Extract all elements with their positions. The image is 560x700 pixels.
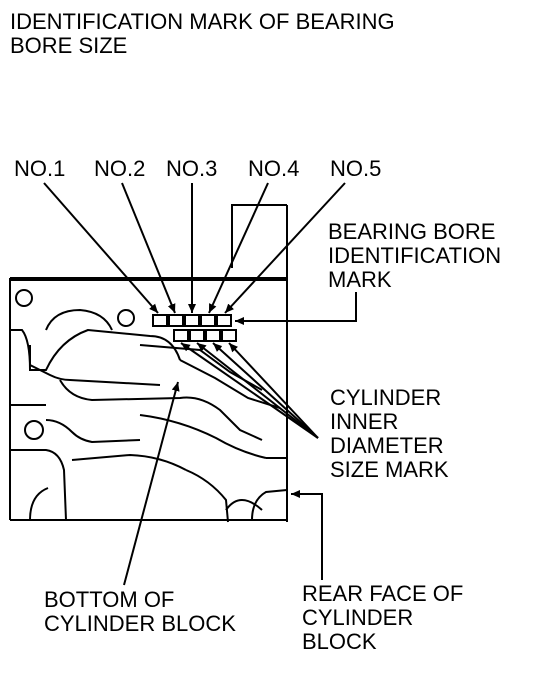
cylinder-size-line-3: DIAMETER	[330, 433, 444, 458]
cylinder-size-line-4: SIZE MARK	[330, 457, 449, 482]
label-no-4: NO.4	[248, 156, 300, 181]
bottom-block-label: BOTTOM OF CYLINDER BLOCK	[44, 588, 236, 636]
rear-face-line-2: CYLINDER	[302, 605, 414, 630]
rear-face-label: REAR FACE OF CYLINDER BLOCK	[302, 582, 463, 654]
bottom-block-leader	[123, 381, 180, 586]
cylinder-size-label: CYLINDER INNER DIAMETER SIZE MARK	[330, 386, 449, 482]
bearing-bore-line-3: MARK	[328, 267, 392, 292]
cylinder-size-leaders	[180, 342, 319, 439]
label-no-5: NO.5	[330, 156, 382, 181]
bearing-bore-line-2: IDENTIFICATION	[328, 243, 502, 268]
rear-face-line-3: BLOCK	[302, 629, 377, 654]
bottom-block-line-1: BOTTOM OF	[44, 587, 175, 612]
label-no-2: NO.2	[94, 156, 146, 181]
number-leaders	[43, 182, 346, 314]
label-no-1: NO.1	[14, 156, 66, 181]
diagram-title: IDENTIFICATION MARK OF BEARING BORE SIZE	[10, 10, 395, 58]
cylinder-size-line-1: CYLINDER	[330, 385, 442, 410]
cylinder-size-marks	[173, 329, 237, 342]
bearing-bore-line-1: BEARING BORE	[328, 219, 496, 244]
cylinder-size-line-2: INNER	[330, 409, 399, 434]
rear-face-leader	[291, 490, 323, 580]
bottom-block-line-2: CYLINDER BLOCK	[44, 611, 236, 636]
label-no-3: NO.3	[166, 156, 218, 181]
rear-face-line-1: REAR FACE OF	[302, 581, 464, 606]
title-line-1: IDENTIFICATION MARK OF BEARING	[10, 9, 395, 34]
bearing-bore-leader	[235, 292, 357, 325]
bearing-bore-label: BEARING BORE IDENTIFICATION MARK	[328, 220, 501, 292]
bearing-bore-marks	[152, 314, 232, 327]
title-line-2: BORE SIZE	[10, 33, 128, 58]
block-outline	[9, 204, 288, 523]
